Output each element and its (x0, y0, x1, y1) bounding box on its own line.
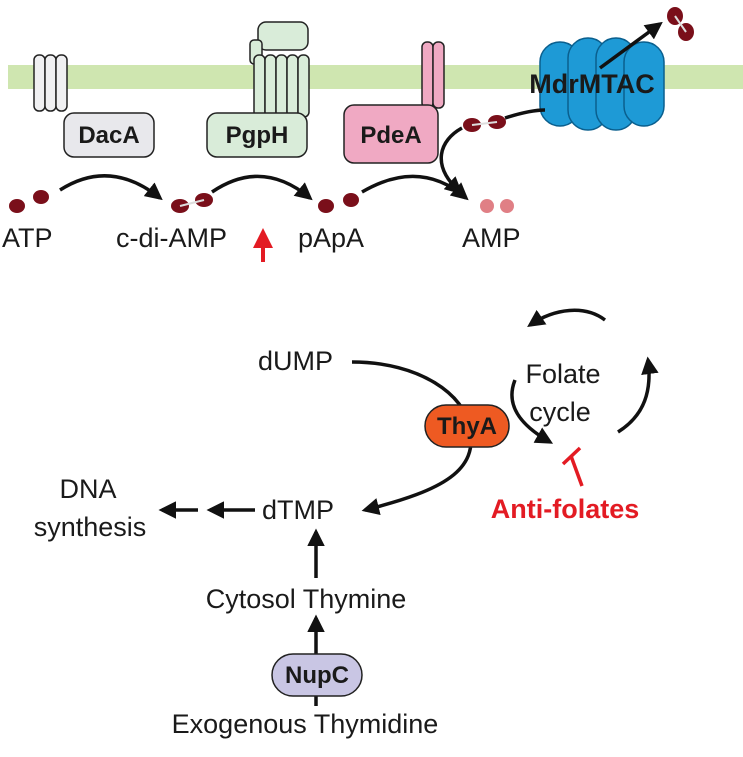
export-arrow (598, 21, 663, 70)
papa-dots-icon (318, 193, 359, 213)
pdea-label: PdeA (360, 122, 421, 149)
exogenous-thymidine-label: Exogenous Thymidine (172, 709, 439, 739)
mdrmtac-label: MdrMTAC (529, 69, 654, 99)
pgph-enzyme: PgpH (206, 112, 308, 158)
dtmp-label: dTMP (262, 495, 334, 525)
pdea-transmembrane-icon (421, 41, 445, 109)
cytosol-thymine-label: Cytosol Thymine (206, 584, 407, 614)
dump-label: dUMP (258, 346, 333, 376)
dna-synthesis-label-line1: DNA (59, 474, 116, 504)
nupc-transporter: NupC (271, 653, 363, 697)
papa-label: pApA (298, 223, 364, 253)
thya-label: ThyA (437, 413, 497, 440)
folate-cycle-label-line2: cycle (529, 397, 591, 427)
cdiamp-to-papa-arrow (211, 174, 313, 201)
atp-dots-icon (9, 190, 49, 213)
daca-enzyme: DacA (63, 112, 155, 158)
mdrmtac-transporter-icon (539, 37, 665, 131)
cdiamp-dots-icon (171, 193, 213, 213)
transporter-connector (504, 108, 546, 120)
antifolates-label: Anti-folates (491, 494, 640, 524)
pdea-enzyme: PdeA (343, 104, 439, 164)
daca-transmembrane-icon (33, 54, 68, 112)
atp-label: ATP (2, 223, 53, 253)
atp-to-cdiamp-arrow (59, 174, 163, 201)
membrane-cdiamp-icon (463, 115, 506, 132)
papa-to-amp-arrow (361, 174, 469, 201)
folate-cycle-label-line1: Folate (525, 359, 600, 389)
pgph-label: PgpH (226, 122, 289, 149)
nupc-label: NupC (285, 662, 349, 689)
exported-cdiamp-icon (667, 7, 694, 41)
pgph-transmembrane-icon (249, 21, 310, 118)
dna-synthesis-label-line2: synthesis (34, 512, 147, 542)
amp-label: AMP (462, 223, 521, 253)
daca-label: DacA (78, 122, 139, 149)
folate-cycle-icon (510, 308, 659, 444)
inhibition-bar-icon (561, 446, 584, 487)
cdiamp-label: c-di-AMP (116, 223, 227, 253)
amp-dots-icon (480, 199, 514, 213)
thya-enzyme: ThyA (424, 404, 510, 448)
